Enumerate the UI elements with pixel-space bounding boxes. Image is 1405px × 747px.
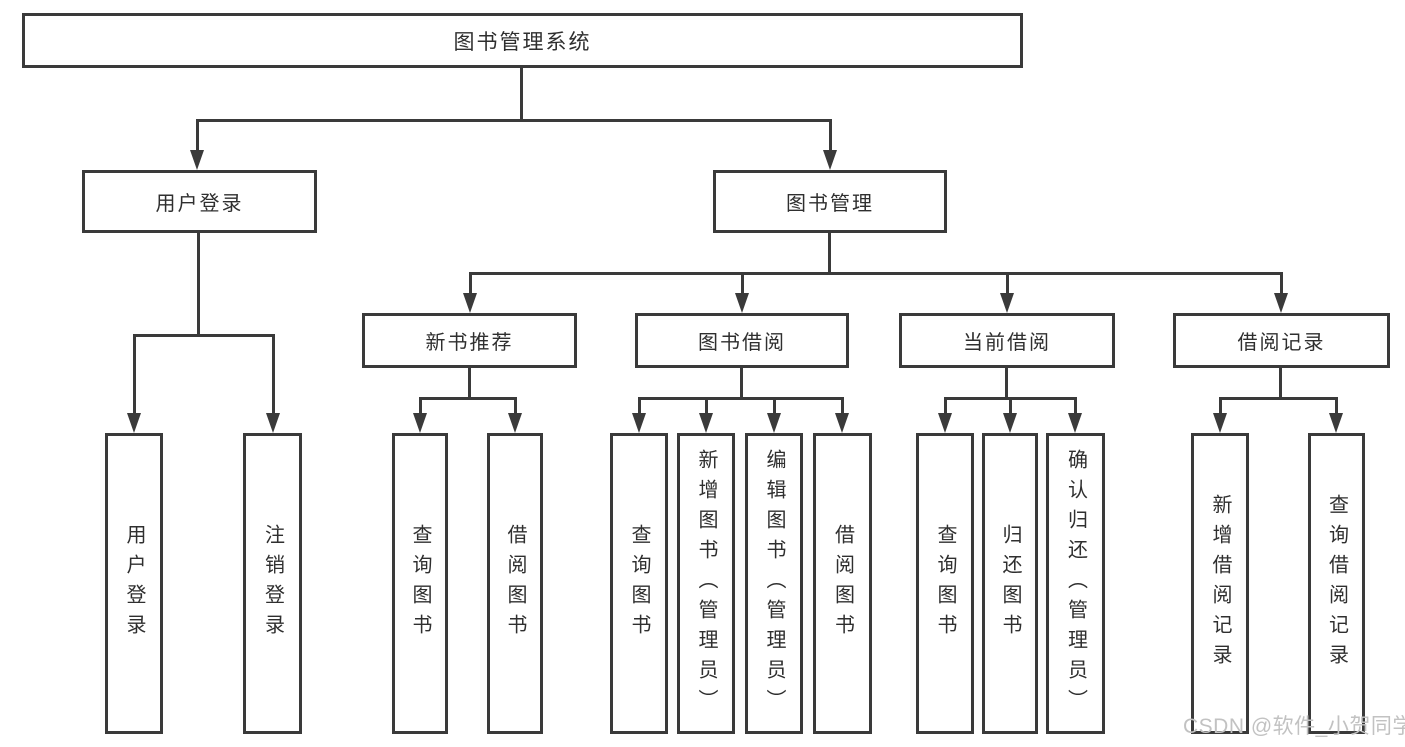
arrow-down-icon xyxy=(413,397,427,433)
leaf-query-books-1-label: 查询图书 xyxy=(409,523,431,644)
leaf-add-borrow-record-label: 新增借阅记录 xyxy=(1209,493,1231,674)
node-book-borrowing: 图书借阅 xyxy=(635,313,849,368)
arrow-down-icon xyxy=(1213,397,1227,433)
arrow-down-icon xyxy=(632,397,646,433)
connector-line xyxy=(470,272,1282,275)
leaf-borrow-books-1-label: 借阅图书 xyxy=(504,523,526,644)
connector-line xyxy=(197,233,200,337)
connector-line xyxy=(520,68,523,122)
leaf-add-borrow-record: 新增借阅记录 xyxy=(1191,433,1249,734)
arrow-down-icon xyxy=(699,397,713,433)
leaf-return-books: 归还图书 xyxy=(982,433,1038,734)
node-borrowing-records: 借阅记录 xyxy=(1173,313,1390,368)
arrow-down-icon xyxy=(266,334,280,433)
arrow-down-icon xyxy=(190,119,204,170)
leaf-query-borrow-record-label: 查询借阅记录 xyxy=(1325,493,1348,674)
leaf-user-login-label: 用户登录 xyxy=(123,523,145,644)
connector-line xyxy=(468,368,471,400)
arrow-down-icon xyxy=(1274,272,1288,313)
arrow-down-icon xyxy=(463,272,477,313)
leaf-query-books-1: 查询图书 xyxy=(392,433,448,734)
arrow-down-icon xyxy=(1068,397,1082,433)
leaf-logout-label: 注销登录 xyxy=(261,523,284,644)
csdn-watermark: CSDN @软件_小贺同学 xyxy=(1183,715,1405,738)
node-new-book-recommendation: 新书推荐 xyxy=(362,313,577,368)
arrow-down-icon xyxy=(823,119,837,170)
leaf-return-books-label: 归还图书 xyxy=(999,523,1021,644)
connector-line xyxy=(1005,368,1008,400)
leaf-borrow-books-2-label: 借阅图书 xyxy=(831,523,854,644)
connector-line xyxy=(197,119,830,122)
leaf-user-login: 用户登录 xyxy=(105,433,163,734)
connector-line xyxy=(740,368,743,400)
connector-line xyxy=(1220,397,1337,400)
leaf-edit-books-admin: 编辑图书（管理员） xyxy=(745,433,803,734)
node-book-management: 图书管理 xyxy=(713,170,947,233)
leaf-logout: 注销登录 xyxy=(243,433,302,734)
arrow-down-icon xyxy=(127,334,141,433)
leaf-borrow-books-2: 借阅图书 xyxy=(813,433,872,734)
node-current-borrowing: 当前借阅 xyxy=(899,313,1115,368)
leaf-query-books-3: 查询图书 xyxy=(916,433,974,734)
arrow-down-icon xyxy=(1329,397,1343,433)
leaf-confirm-return-admin-label: 确认归还（管理员） xyxy=(1064,448,1087,719)
leaf-query-borrow-record: 查询借阅记录 xyxy=(1308,433,1365,734)
connector-line xyxy=(1279,368,1282,400)
connector-line xyxy=(420,397,516,400)
leaf-add-books-admin: 新增图书（管理员） xyxy=(677,433,735,734)
arrow-down-icon xyxy=(735,272,749,313)
node-user-login: 用户登录 xyxy=(82,170,317,233)
leaf-query-books-2-label: 查询图书 xyxy=(628,523,650,644)
leaf-query-books-3-label: 查询图书 xyxy=(934,523,956,644)
leaf-edit-books-admin-label: 编辑图书（管理员） xyxy=(763,448,785,719)
leaf-add-books-admin-label: 新增图书（管理员） xyxy=(695,448,717,719)
arrow-down-icon xyxy=(835,397,849,433)
node-library-management-system: 图书管理系统 xyxy=(22,13,1023,68)
arrow-down-icon xyxy=(767,397,781,433)
arrow-down-icon xyxy=(1000,272,1014,313)
connector-line xyxy=(134,334,274,337)
leaf-query-books-2: 查询图书 xyxy=(610,433,668,734)
arrow-down-icon xyxy=(508,397,522,433)
arrow-down-icon xyxy=(1003,397,1017,433)
connector-line xyxy=(828,233,831,275)
leaf-borrow-books-1: 借阅图书 xyxy=(487,433,543,734)
arrow-down-icon xyxy=(938,397,952,433)
connector-line xyxy=(639,397,843,400)
leaf-confirm-return-admin: 确认归还（管理员） xyxy=(1046,433,1105,734)
